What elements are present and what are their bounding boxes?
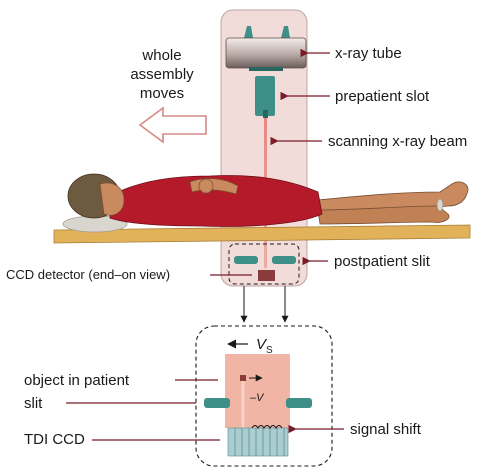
xray-tube bbox=[225, 26, 307, 71]
tdi-ccd-array bbox=[227, 427, 289, 457]
prepatient-slot-label: prepatient slot bbox=[335, 88, 430, 105]
patient-hands bbox=[198, 178, 214, 194]
assembly-moves-line3: moves bbox=[140, 85, 184, 102]
object-marker bbox=[240, 375, 246, 381]
object-velocity-label: –V bbox=[249, 392, 265, 404]
object-in-patient-region bbox=[225, 354, 290, 428]
postpatient-slit-left bbox=[234, 256, 258, 264]
postpatient-slit-right bbox=[272, 256, 296, 264]
prepatient-slot bbox=[255, 76, 275, 118]
signal-shift-wave bbox=[251, 425, 283, 429]
slit-label: slit bbox=[24, 395, 43, 412]
signal-shift-label: signal shift bbox=[350, 421, 422, 438]
scan-velocity-subscript: S bbox=[266, 345, 273, 356]
assembly-movement-arrow bbox=[138, 106, 207, 144]
patient-table bbox=[53, 224, 471, 244]
assembly-moves-line1: whole bbox=[141, 47, 181, 64]
scan-velocity-symbol: V bbox=[256, 336, 268, 353]
ccd-detector-end-on bbox=[258, 270, 275, 281]
tdi-ccd-label: TDI CCD bbox=[24, 431, 85, 448]
ccd-detector-label: CCD detector (end–on view) bbox=[6, 267, 170, 282]
detail-dashed-box bbox=[195, 325, 333, 467]
assembly-moves-line2: assembly bbox=[130, 66, 194, 83]
detail-slit-right bbox=[286, 398, 312, 408]
object-in-patient-label: object in patient bbox=[24, 372, 130, 389]
patient-figure bbox=[62, 173, 469, 233]
xray-tube-label: x-ray tube bbox=[335, 45, 402, 62]
postpatient-slit-dashed-box bbox=[228, 243, 300, 285]
postpatient-slit-label: postpatient slit bbox=[334, 253, 431, 270]
detail-slit-left bbox=[204, 398, 230, 408]
scanning-beam-label: scanning x-ray beam bbox=[328, 133, 467, 150]
